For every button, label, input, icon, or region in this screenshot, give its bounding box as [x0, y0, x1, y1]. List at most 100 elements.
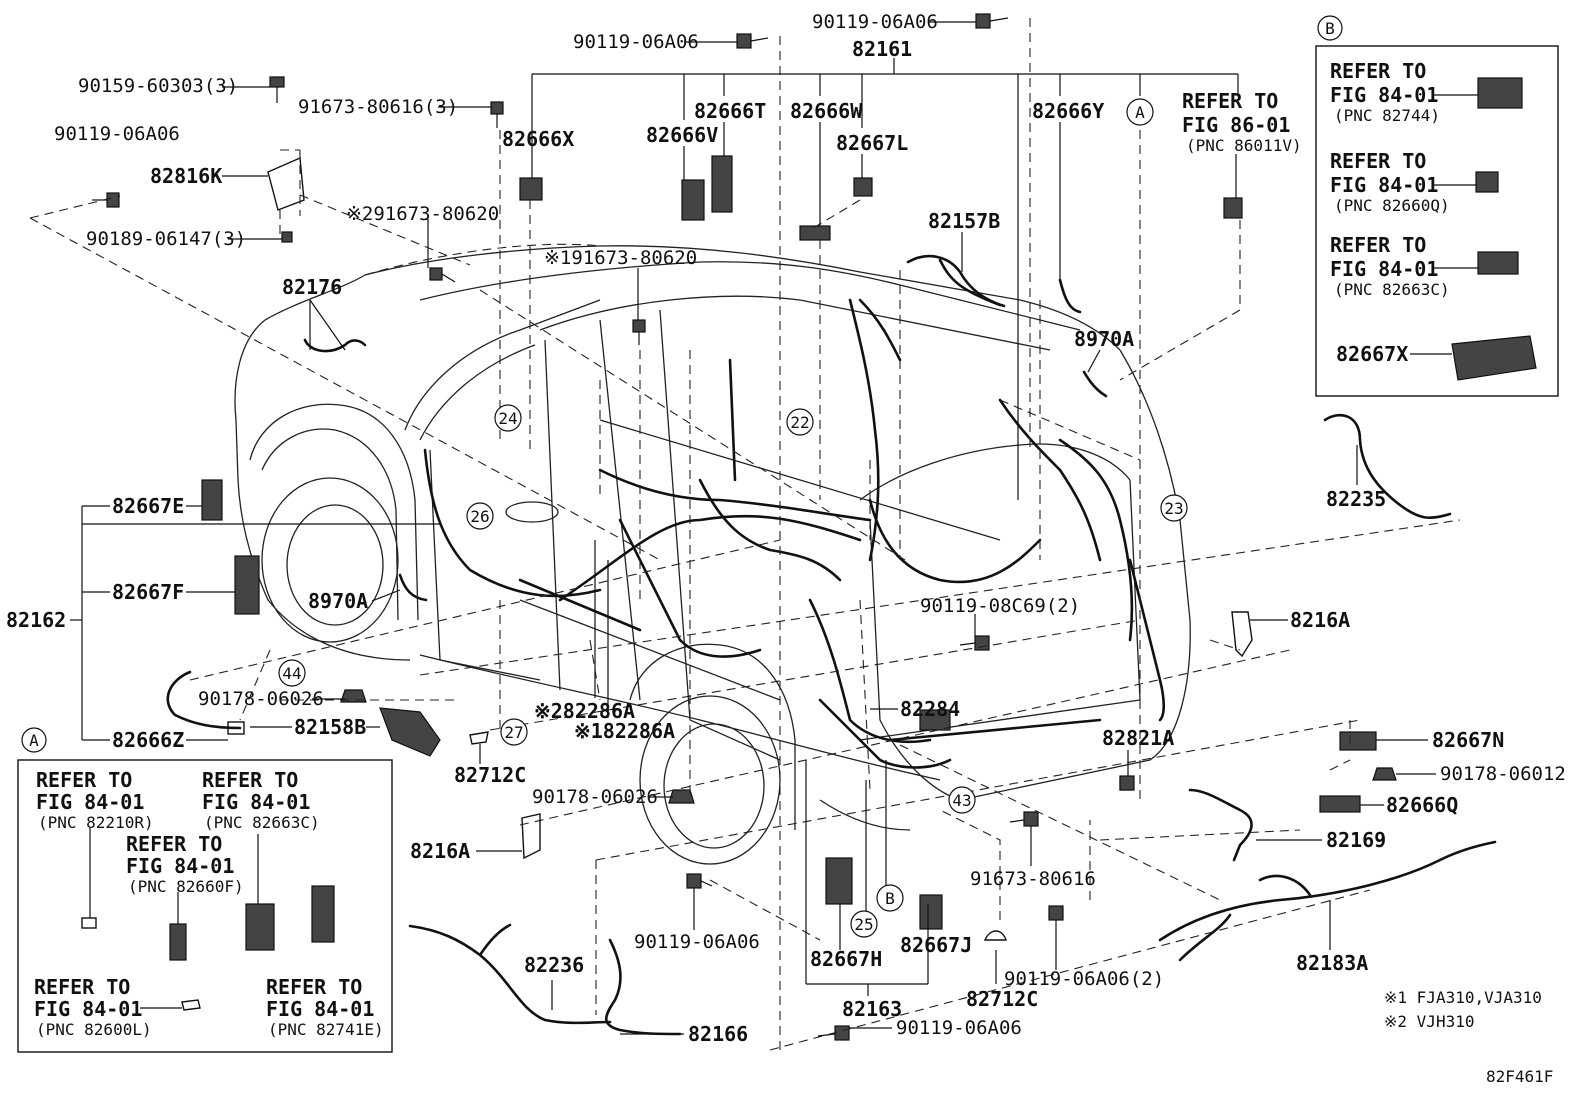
svg-text:(PNC 82210R): (PNC 82210R) [38, 813, 154, 832]
label-82712C: 82712C [966, 987, 1038, 1011]
svg-text:FIG 84-01: FIG 84-01 [126, 854, 234, 878]
svg-text:23: 23 [1164, 499, 1183, 518]
label-x1-91673-80620: ※191673-80620 [544, 247, 697, 269]
label-90119-06A06: 90119-06A06 [812, 11, 938, 33]
bolt-icon [92, 192, 120, 208]
connector-82284 [919, 709, 951, 731]
bolt-icon [281, 231, 293, 243]
connector-82667j [919, 894, 943, 930]
connector-82663c [1477, 251, 1519, 275]
svg-text:(PNC 86011V): (PNC 86011V) [1186, 136, 1302, 155]
label-82666Z: 82666Z [112, 728, 184, 752]
svg-text:REFER TO: REFER TO [34, 975, 130, 999]
connector-82600l [181, 999, 201, 1011]
harness-82158b [166, 670, 242, 730]
label-82666V: 82666V [646, 123, 718, 147]
vehicle-body-outline [234, 245, 1191, 865]
connector-82660q [1475, 171, 1499, 193]
label-82161: 82161 [852, 37, 912, 61]
label-82666T: 82666T [694, 99, 766, 123]
sensor-8970a [398, 573, 428, 602]
svg-text:(PNC 82663C): (PNC 82663C) [204, 813, 320, 832]
circled-callouts: 22 23 24 25 26 27 43 44 A B [278, 98, 1188, 938]
svg-text:FIG 84-01: FIG 84-01 [266, 997, 374, 1021]
bolt-icon [269, 76, 285, 103]
inset-b-tag [1317, 15, 1343, 41]
label-82666Q: 82666Q [1386, 793, 1458, 817]
label-82712C: 82712C [454, 763, 526, 787]
label-82157B: 82157B [928, 209, 1000, 233]
connector-82667f [234, 555, 260, 615]
circle-A: A [1126, 98, 1154, 126]
svg-text:(PNC 82744): (PNC 82744) [1334, 106, 1440, 125]
label-90119-06A06: 90119-06A06 [634, 931, 760, 953]
circle-B: B [876, 884, 904, 912]
bolt-icon [429, 267, 456, 283]
label-82236: 82236 [524, 953, 584, 977]
nut-icon [668, 789, 695, 804]
circle-43: 43 [948, 786, 976, 814]
label-82162: 82162 [6, 608, 66, 632]
bracket-82816k [267, 156, 305, 211]
label-90178-06026: 90178-06026 [198, 688, 324, 710]
nut-icon [340, 689, 367, 703]
harness-82166 [604, 938, 682, 1036]
svg-text:B: B [1325, 19, 1335, 38]
svg-text:43: 43 [952, 791, 971, 810]
note-1: ※1 FJA310,VJA310 [1384, 988, 1542, 1007]
label-x2-82286A: ※282286A [534, 699, 635, 723]
bolt-icon [490, 101, 504, 128]
label-82667L: 82667L [836, 131, 908, 155]
label-82176: 82176 [282, 275, 342, 299]
inset-b: B REFER TO FIG 84-01 (PNC 82744) REFER T… [1315, 15, 1559, 397]
harness-82236 [408, 924, 612, 1025]
svg-text:REFER TO: REFER TO [1330, 59, 1426, 83]
svg-text:22: 22 [790, 413, 809, 432]
connector-82667h [825, 857, 853, 905]
circle-22: 22 [786, 408, 814, 436]
connector-82666w [799, 225, 831, 241]
svg-text:REFER TO: REFER TO [1330, 149, 1426, 173]
svg-text:FIG 84-01: FIG 84-01 [1330, 83, 1438, 107]
label-82667J: 82667J [900, 933, 972, 957]
connector-82666v [681, 179, 705, 221]
label-82667N: 82667N [1432, 728, 1504, 752]
bolt-icon [959, 635, 990, 651]
clip-icon [469, 731, 489, 745]
svg-text:(PNC 82663C): (PNC 82663C) [1334, 280, 1450, 299]
connector-82744 [1477, 77, 1523, 109]
connector-refer [1223, 197, 1243, 219]
label-90159-60303: 90159-60303(3) [78, 75, 238, 97]
label-82667E: 82667E [112, 494, 184, 518]
connector-82821a [1119, 775, 1135, 791]
svg-text:27: 27 [504, 723, 523, 742]
label-90119-08C69: 90119-08C69(2) [920, 595, 1080, 617]
svg-text:A: A [29, 731, 39, 750]
connector-82667x [1451, 335, 1537, 381]
label-82667H: 82667H [810, 947, 882, 971]
label-8216A: 8216A [1290, 608, 1350, 632]
label-82666W: 82666W [790, 99, 863, 123]
bolt-icon [632, 319, 646, 345]
harness-82169 [1188, 788, 1253, 862]
label-8216A: 8216A [410, 839, 470, 863]
leader-lines [70, 21, 1478, 1035]
footnotes: ※1 FJA310,VJA310 ※2 VJH310 82F461F [1384, 988, 1553, 1086]
label-82666Y: 82666Y [1032, 99, 1104, 123]
bolt-icon [686, 873, 713, 889]
nut-icon [1372, 767, 1397, 781]
label-90119-06A06: 90119-06A06 [54, 123, 180, 145]
circle-23: 23 [1160, 494, 1188, 522]
svg-text:FIG 84-01: FIG 84-01 [1330, 173, 1438, 197]
connector-82667l [853, 177, 873, 197]
circle-27: 27 [500, 718, 528, 746]
svg-text:(PNC 82741E): (PNC 82741E) [268, 1020, 384, 1039]
clip-icon [983, 930, 1007, 941]
svg-text:24: 24 [498, 409, 517, 428]
label-x1-82286A: ※182286A [574, 719, 675, 743]
circle-25: 25 [850, 910, 878, 938]
harness-82235 [1323, 414, 1452, 520]
label-8970A: 8970A [1074, 327, 1134, 351]
svg-text:FIG 84-01: FIG 84-01 [1330, 257, 1438, 281]
label-82821A: 82821A [1102, 726, 1174, 750]
